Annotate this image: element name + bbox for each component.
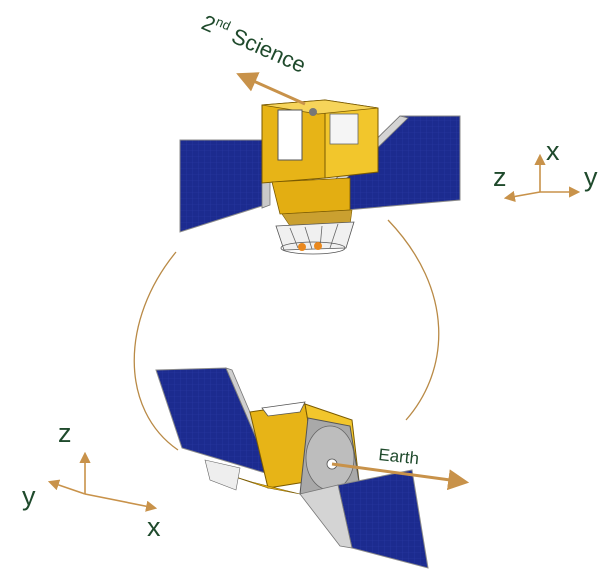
axis-bottom-z-label: z <box>58 418 72 448</box>
science-direction-arrow <box>236 72 306 106</box>
earth-label: Earth <box>378 445 420 468</box>
axis-bottom-x-label: x <box>147 512 161 542</box>
science-label-word: Science <box>222 21 309 78</box>
science-label: 2nd Science <box>198 9 310 78</box>
rotation-arc-left <box>133 251 179 451</box>
solar-panel-left-top <box>179 139 266 233</box>
rotation-arc-right <box>387 219 440 421</box>
axis-bottom-y-label: y <box>22 481 36 511</box>
earth-direction-arrow <box>331 462 470 491</box>
science-label-superscript: nd <box>214 14 233 34</box>
axis-top-x-label: x <box>546 136 560 166</box>
spacecraft-top <box>179 72 461 255</box>
solar-panel-right-bottom <box>337 469 429 569</box>
axis-top-z-label: z <box>493 162 507 192</box>
axis-triad-bottom: z y x <box>22 418 161 542</box>
axis-top-y-label: y <box>584 162 598 192</box>
axis-triad-top: x y z <box>493 136 598 202</box>
spacecraft-bottom <box>155 367 470 569</box>
